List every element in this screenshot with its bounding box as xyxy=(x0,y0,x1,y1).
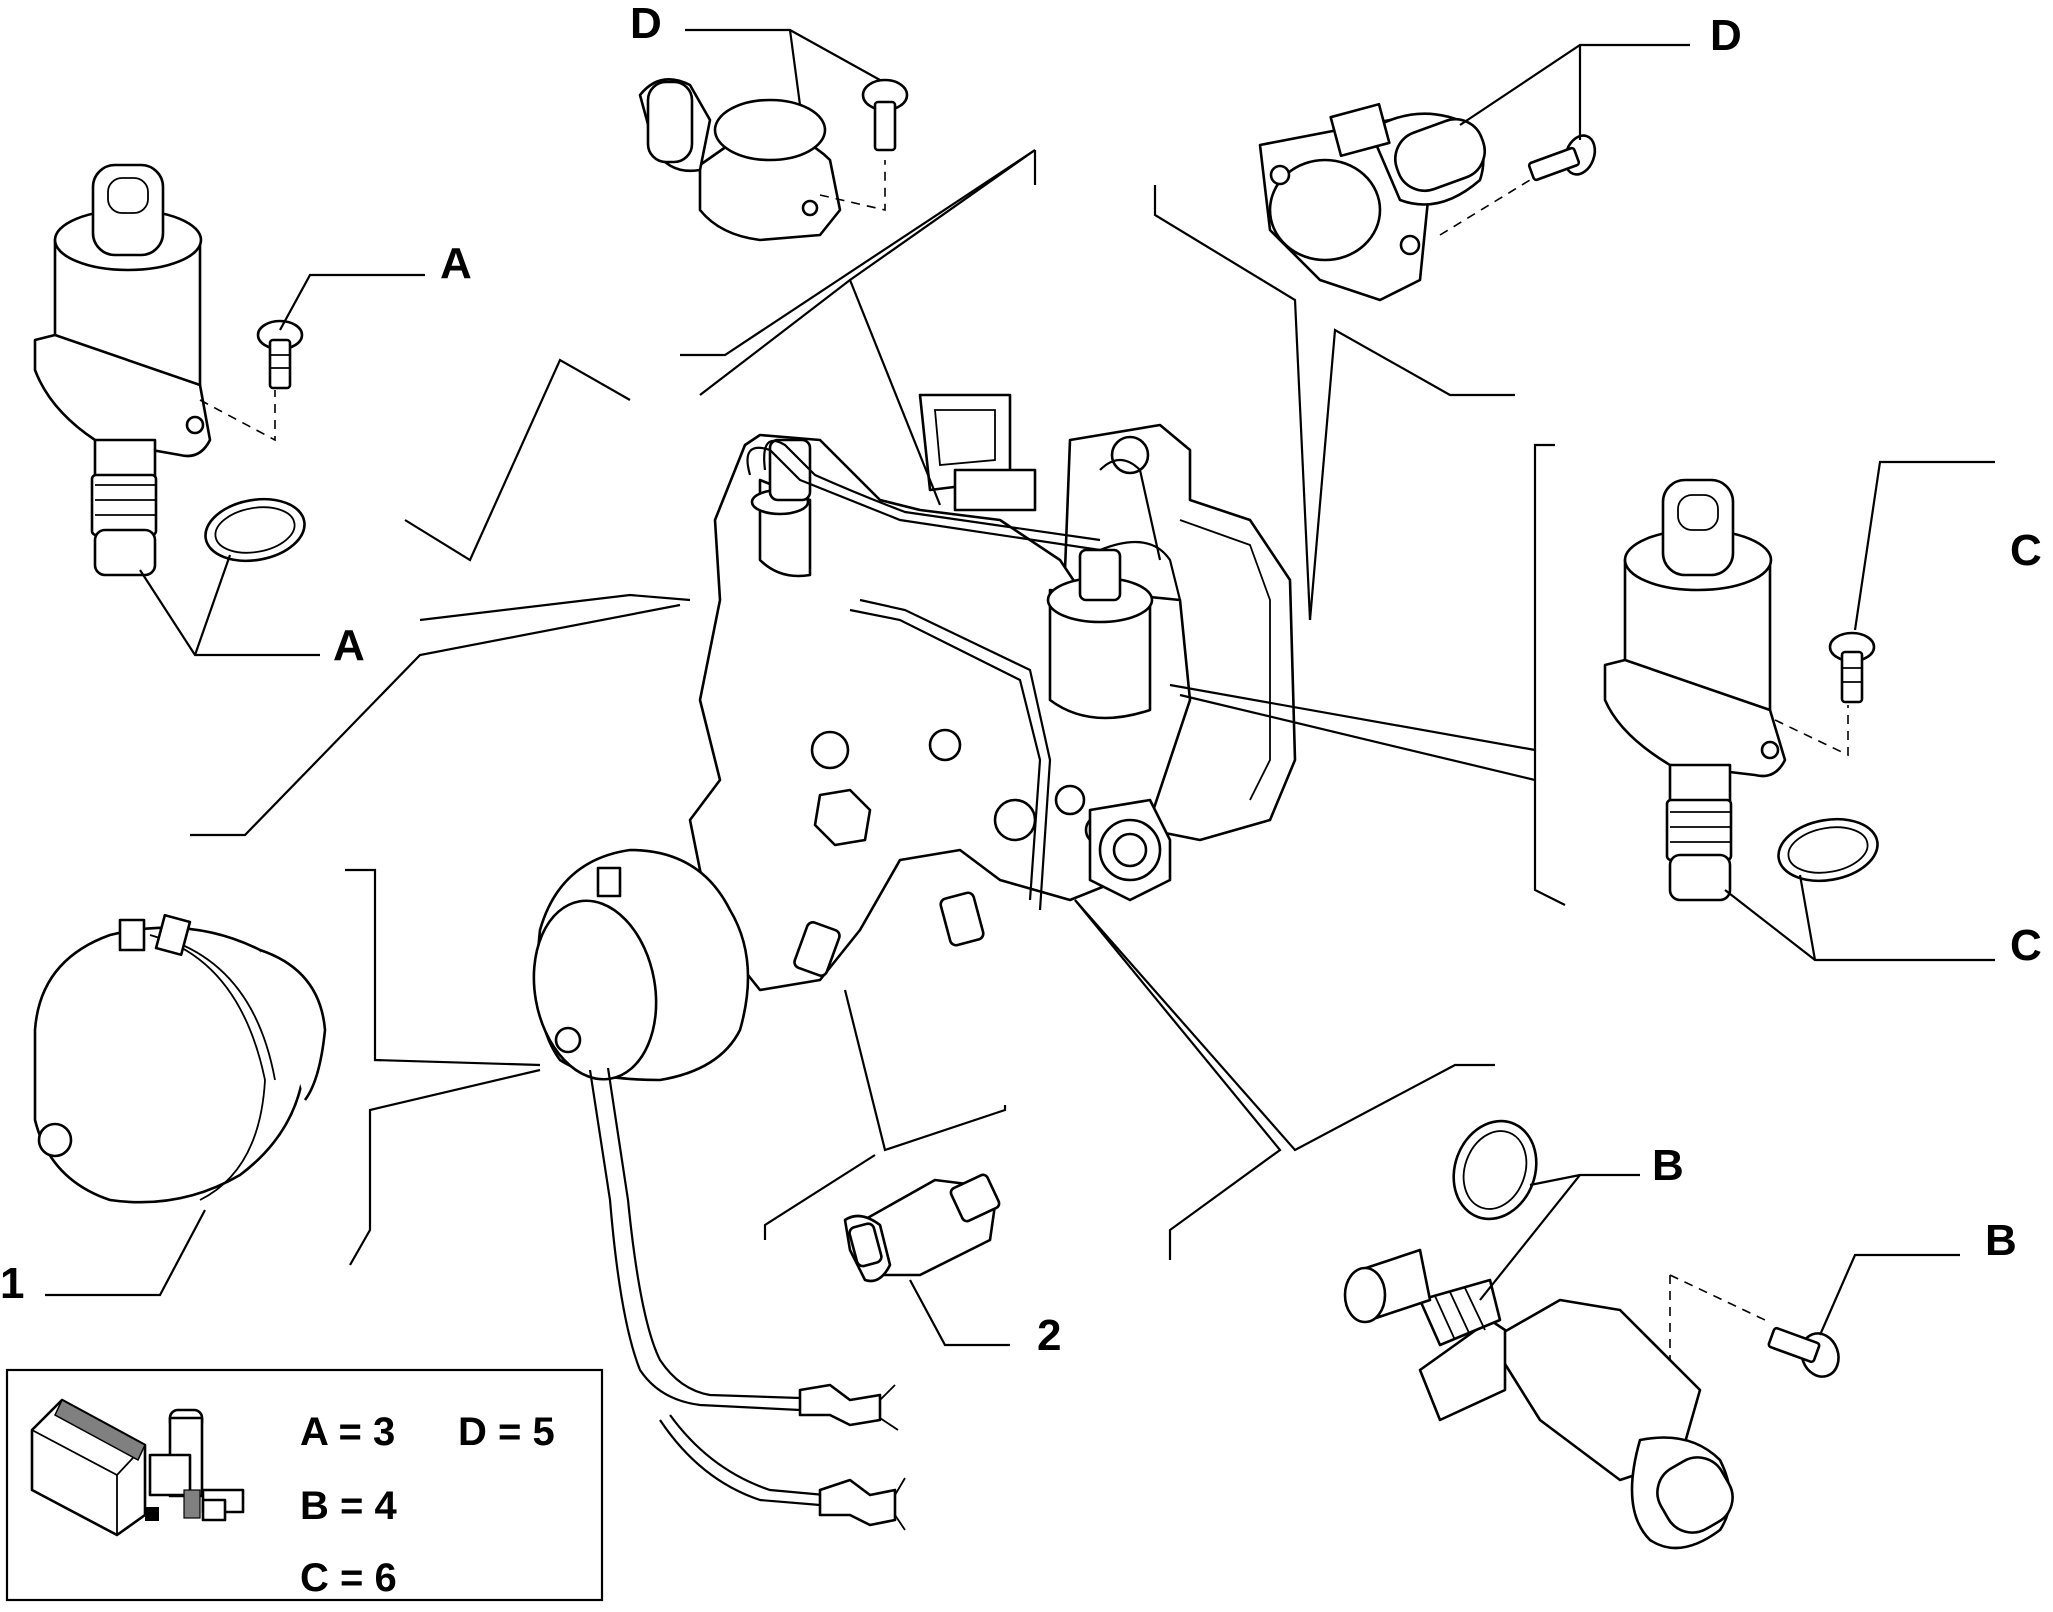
location-icon xyxy=(30,1398,245,1537)
callout-item-1: 1 xyxy=(0,1259,24,1308)
sensor-d-right xyxy=(1258,102,1597,302)
solenoid-valve-c xyxy=(1603,478,1879,902)
callout-b-screw: B xyxy=(1985,1216,2017,1265)
callout-d-left: D xyxy=(630,0,662,48)
sensor-d-left xyxy=(638,78,909,242)
actuator-assembly xyxy=(532,393,1297,1531)
solenoid-valve-b xyxy=(1343,1119,1840,1550)
legend-b: B = 4 xyxy=(300,1484,397,1528)
callout-item-2: 2 xyxy=(1037,1311,1061,1360)
callout-a-screw: A xyxy=(440,239,472,288)
callout-c-screw: C xyxy=(2010,526,2042,575)
callout-c-oring: C xyxy=(2010,921,2042,970)
callout-d-right: D xyxy=(1710,11,1742,60)
legend-box: A = 3 D = 5 B = 4 C = 6 xyxy=(5,1368,604,1602)
callout-a-oring: A xyxy=(333,621,365,670)
callout-labels: A A C C D D B B 1 2 xyxy=(0,0,2042,1360)
legend-c: C = 6 xyxy=(300,1556,397,1600)
callout-b-oring: B xyxy=(1652,1141,1684,1190)
legend-a: A = 3 xyxy=(300,1410,395,1454)
part-2-pressure-sensor xyxy=(843,1173,1001,1283)
part-1-accumulator xyxy=(33,913,327,1204)
solenoid-valve-a xyxy=(33,163,306,577)
legend-d: D = 5 xyxy=(458,1410,555,1454)
leader-lines xyxy=(45,28,1995,1347)
